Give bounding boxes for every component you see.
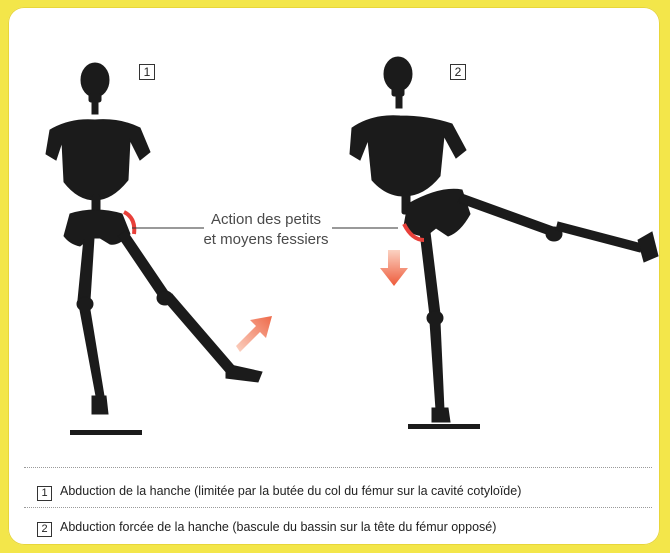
pelvis-1 xyxy=(64,210,130,246)
caption-2: 2 Abduction forcée de la hanche (bascule … xyxy=(37,520,496,537)
skull-1 xyxy=(81,63,109,97)
arrow-down-icon xyxy=(380,250,408,286)
pelvis-2 xyxy=(404,189,470,236)
caption-1: 1 Abduction de la hanche (limitée par la … xyxy=(37,484,521,501)
figure-label-1: 1 xyxy=(139,64,155,80)
separator-2 xyxy=(24,507,652,508)
caption-number-1: 1 xyxy=(37,486,52,501)
arrow-up-icon xyxy=(236,316,272,352)
skeleton-2 xyxy=(350,57,658,422)
caption-text-2: Abduction forcée de la hanche (bascule d… xyxy=(60,520,496,534)
ribcage-2 xyxy=(350,116,466,196)
action-label: Action des petits et moyens fessiers xyxy=(196,210,336,250)
caption-text-1: Abduction de la hanche (limitée par la b… xyxy=(60,484,521,498)
ribcage-1 xyxy=(46,120,150,200)
figure-label-2: 2 xyxy=(450,64,466,80)
action-label-line-2: et moyens fessiers xyxy=(196,230,336,250)
action-label-line-1: Action des petits xyxy=(196,210,336,230)
separator-1 xyxy=(24,467,652,468)
ground-2 xyxy=(408,424,480,429)
ground-1 xyxy=(70,430,142,435)
caption-number-2: 2 xyxy=(37,522,52,537)
skull-2 xyxy=(384,57,412,91)
